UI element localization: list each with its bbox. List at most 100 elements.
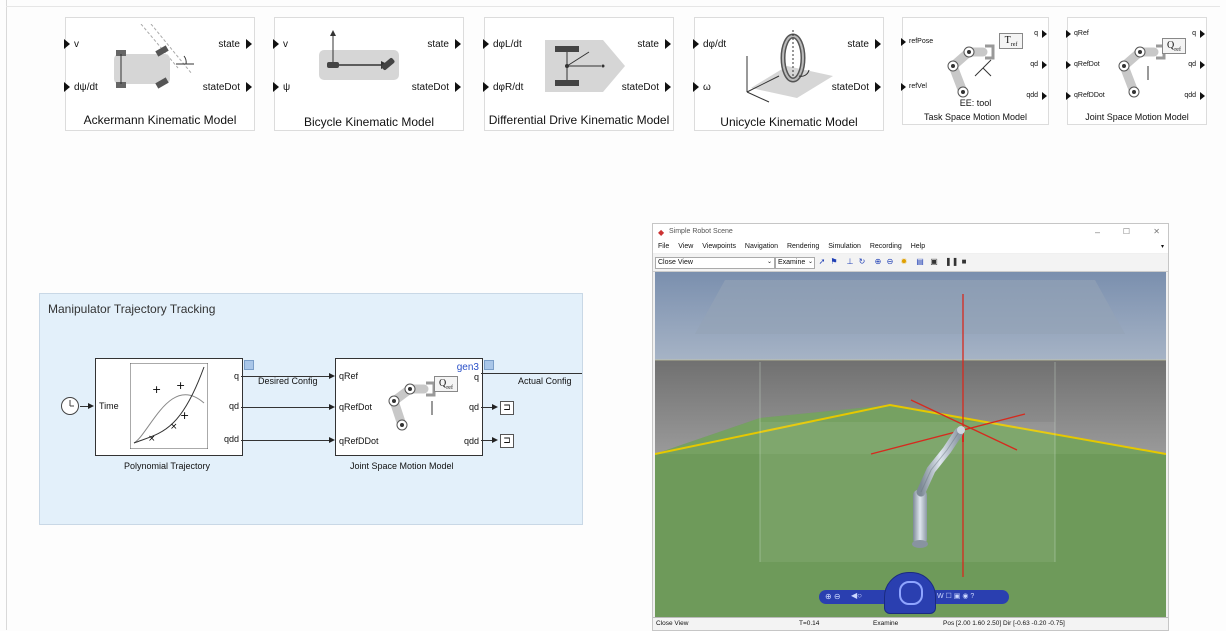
svg-text:×: × [148,434,156,444]
menu-rendering[interactable]: Rendering [786,243,820,250]
clock-icon[interactable] [60,396,80,416]
navigation-wheel[interactable] [884,572,936,614]
input-port-arrow [901,83,906,91]
output-qdd: qdd [463,436,479,446]
ee-label: EE: tool [959,98,992,108]
status-time: T=0.14 [799,620,820,627]
viewpoint-select[interactable]: Close View ⌄ [655,257,775,269]
wire-arrow [329,437,335,443]
menu-overflow-icon[interactable]: ▾ [1160,244,1164,250]
polynomial-trajectory-block[interactable]: Time + + + × × q qd qdd [95,358,243,456]
bicycle-caption: Bicycle Kinematic Model [303,115,435,129]
wire-qdd-term [481,440,493,441]
orbit-icon[interactable]: ◀○ [851,591,862,600]
taskspace-block[interactable]: refPose refVel q qd qdd Tref EE: tool Ta… [901,17,1049,125]
bicycle-block[interactable]: v ψ state stateDot Bicycle Kinematic Mod… [273,17,464,131]
menu-file[interactable]: File [658,243,670,250]
output-qd: qd [468,402,479,412]
wire-actual-config [481,373,582,374]
port-state: state [218,39,240,50]
manipulator-trajectory-area[interactable]: Manipulator Trajectory Tracking Time + +… [39,293,583,525]
menu-view[interactable]: View [678,243,694,250]
nav-mode-select[interactable]: Examine ⌄ [775,257,815,269]
qref-badge: Qref [434,376,458,392]
wire-qdd [241,440,329,441]
tref-badge: Tref [999,33,1023,49]
port-qdd: qdd [1184,92,1196,99]
close-button[interactable]: ✕ [1153,227,1160,236]
minimize-button[interactable]: – [1094,227,1100,237]
terminator-block[interactable]: ⊐ [500,401,514,415]
pointer-icon[interactable]: ➚ [818,257,826,266]
port-dphi-r: dφR/dt [493,82,524,93]
document-icon[interactable]: ▤ [916,257,924,266]
output-port-arrow [246,39,252,49]
terminator-block[interactable]: ⊐ [500,434,514,448]
scene-menubar: File View Viewpoints Navigation Renderin… [653,241,1168,253]
menu-viewpoints[interactable]: Viewpoints [702,243,736,250]
robot-scene-window[interactable]: ◆ Simple Robot Scene – ☐ ✕ File View Vie… [652,223,1169,631]
wire-arrow [329,404,335,410]
output-port-arrow [455,39,461,49]
sun-icon[interactable]: ✹ [900,257,908,266]
output-port-arrow [1042,30,1047,38]
status-view: Close View [656,620,689,627]
pause-icon[interactable]: ❚❚ [945,257,959,266]
input-qrefdot: qRefDot [339,402,373,412]
refresh-icon[interactable]: ↻ [858,257,866,266]
qref-badge: Qref [1162,38,1186,54]
port-v: v [74,39,79,50]
input-port-arrow [64,82,70,92]
port-refvel: refVel [909,83,927,90]
menu-help[interactable]: Help [910,243,926,250]
flag-icon[interactable]: ⚑ [830,257,838,266]
output-port-arrow [665,82,671,92]
menu-simulation[interactable]: Simulation [828,243,861,250]
input-qrefddot: qRefDDot [339,436,379,446]
wire-qd-term [481,407,493,408]
input-port-arrow [273,82,279,92]
scene-3d-viewport[interactable]: ⊕ ⊖ ◀○ W ☐ ▣ ◉ ? [655,272,1166,617]
port-badge [244,360,254,370]
stop-icon[interactable]: ■ [961,257,967,266]
input-port-arrow [693,82,699,92]
wire-qd [241,407,329,408]
input-port-arrow [693,39,699,49]
zoom-out-icon[interactable]: ⊖ [886,257,894,266]
align-icon[interactable]: ⊥ [846,257,854,266]
port-statedot: stateDot [411,82,449,93]
jointspace-block[interactable]: qRef qRefDot qRefDDot q qd qdd Qref Join… [1066,17,1207,125]
view-buttons-icon[interactable]: W ☐ ▣ ◉ ? [937,593,975,600]
wire-arrow [329,373,335,379]
joint-space-motion-model-block[interactable]: qRef qRefDot qRefDDot gen3 q qd qdd Qref [335,358,483,456]
scene-titlebar: ◆ Simple Robot Scene – ☐ ✕ [653,224,1168,241]
output-port-arrow [1200,61,1205,69]
unicycle-block[interactable]: dφ/dt ω state stateDot Unicycle Kinemati… [693,17,884,131]
port-psi: ψ [283,82,291,93]
port-statedot: stateDot [621,82,659,93]
output-port-arrow [1042,61,1047,69]
ackermann-block[interactable]: v dψ/dt state stateDot Ackermann Kinemat… [64,17,255,131]
output-port-arrow [1042,92,1047,100]
frame-left-edge [6,0,7,630]
diffdrive-block[interactable]: dφL/dt dφR/dt state stateDot Differentia… [483,17,674,131]
output-q: q [473,372,479,382]
port-refpose: refPose [909,38,934,45]
camera-icon[interactable]: ▣ [930,257,938,266]
input-qref: qRef [339,371,359,381]
robot-arm-icon [1118,44,1166,98]
chevron-down-icon: ⌄ [807,259,813,265]
zoom-icon[interactable]: ⊕ ⊖ [825,592,841,601]
trajectory-plot-icon: + + + × × [130,363,208,449]
menu-navigation[interactable]: Navigation [744,243,778,250]
zoom-in-icon[interactable]: ⊕ [874,257,882,266]
port-dphi-l: dφL/dt [493,39,522,50]
polynomial-trajectory-caption: Polynomial Trajectory [124,461,211,471]
menu-recording[interactable]: Recording [869,243,902,250]
svg-text:+: + [152,383,161,396]
robot-arm-icon [947,44,995,98]
window-title: Simple Robot Scene [669,228,733,235]
output-qdd: qdd [223,434,239,444]
maximize-button[interactable]: ☐ [1122,227,1130,236]
scene-render [655,272,1166,617]
